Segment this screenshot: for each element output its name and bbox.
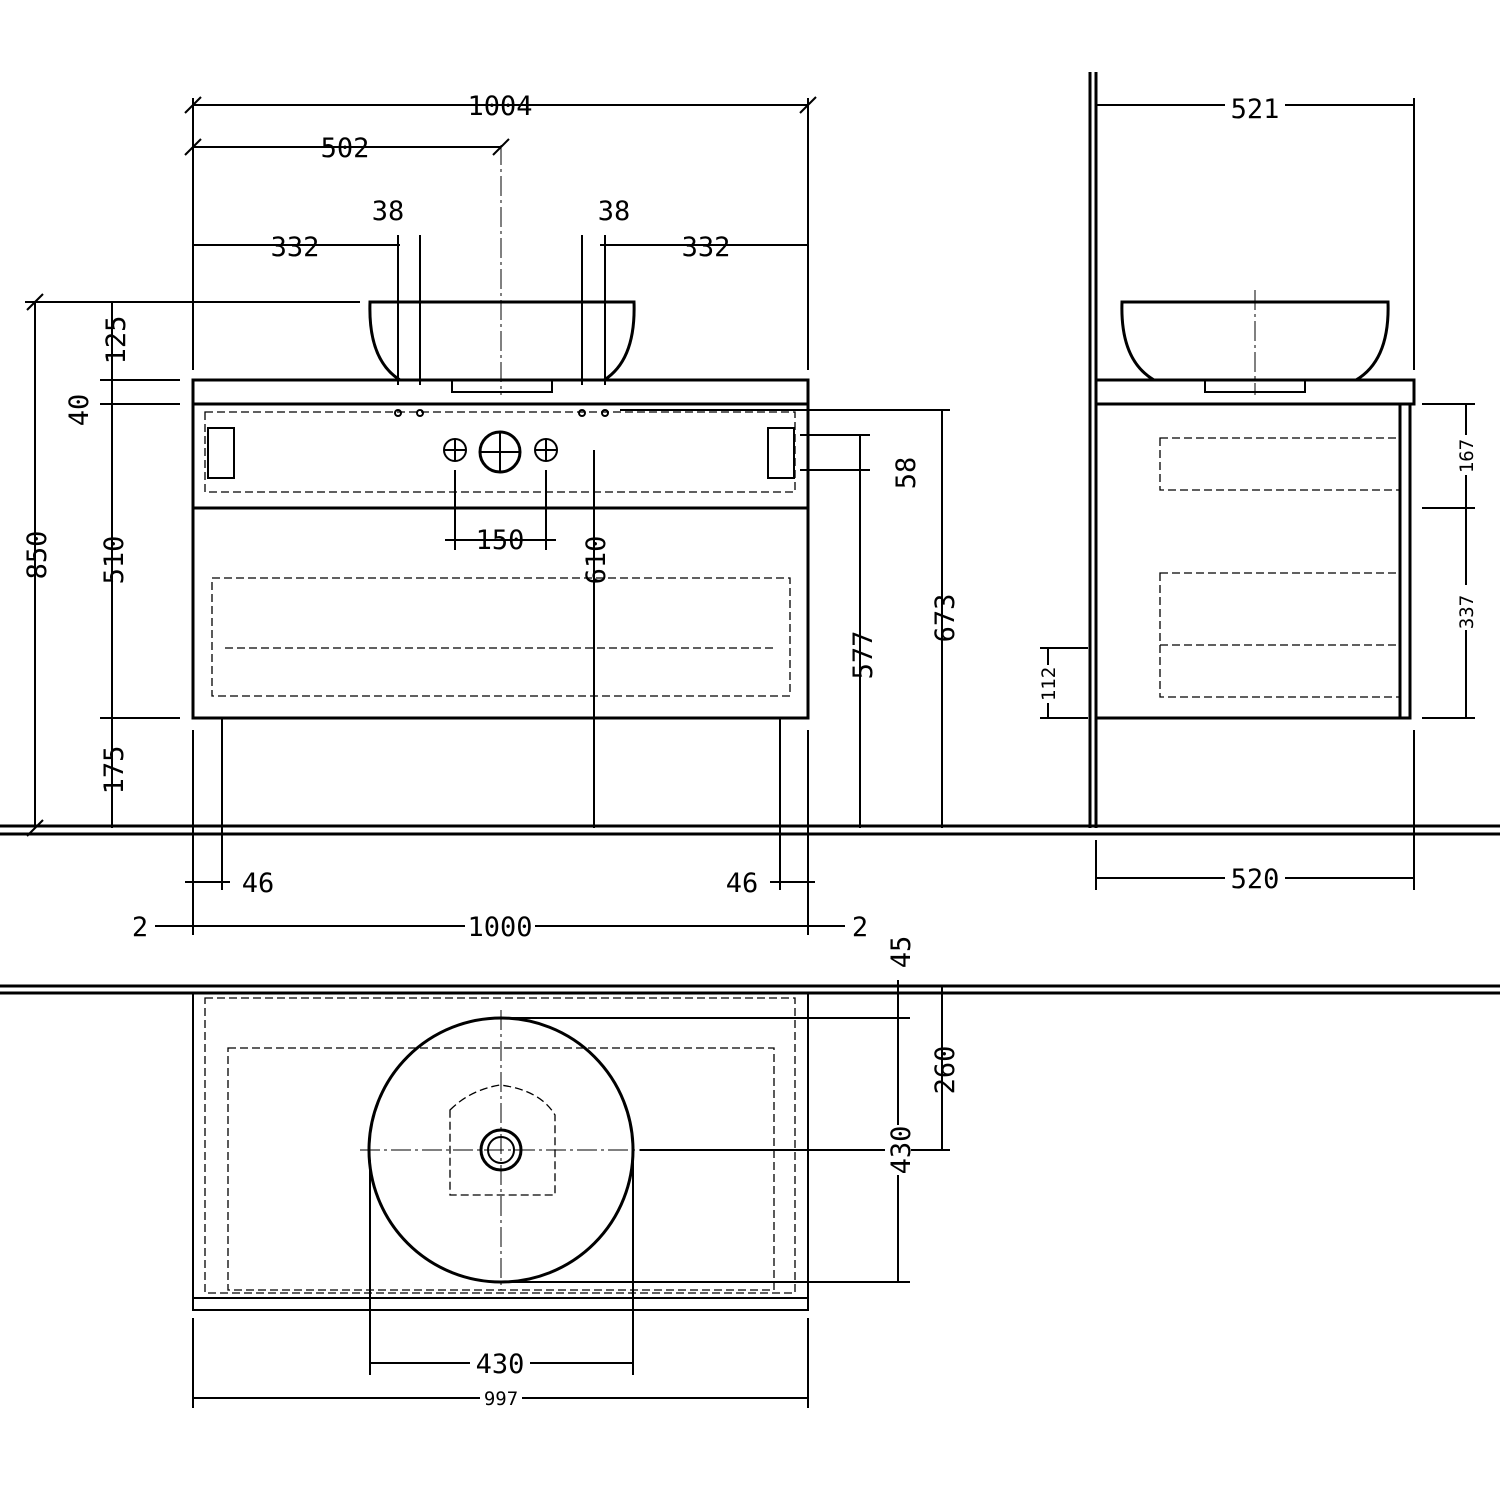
front-dimension-lines	[25, 96, 950, 927]
dim-right-overhang: 2	[852, 912, 868, 943]
dim-basin-height: 125	[101, 316, 132, 365]
side-view	[1088, 72, 1416, 828]
dim-cabinet-depth: 520	[1231, 864, 1280, 895]
lower-drawer	[191, 506, 810, 720]
cabinet-top	[192, 992, 809, 1311]
dim-leg-height: 175	[99, 746, 130, 795]
dim-cabinet-height: 510	[99, 536, 130, 585]
dim-left-overhang: 2	[132, 912, 148, 943]
top-dimension-lines	[192, 980, 950, 1408]
dim-right-leg-inset: 46	[726, 868, 759, 899]
dim-cabinet-width: 1000	[467, 912, 532, 943]
dim-bracket-spacing: 58	[891, 457, 922, 490]
top-view	[192, 992, 809, 1311]
dim-basin-diameter-depth: 430	[886, 1126, 917, 1175]
dim-left-tap-offset: 38	[372, 196, 405, 227]
side-dimension-labels: 521 167 337 112 520	[1037, 92, 1478, 895]
dim-left-332: 332	[271, 232, 320, 263]
dim-673: 673	[930, 594, 961, 643]
dim-plinth: 112	[1038, 667, 1060, 701]
dim-wall-gap: 45	[886, 936, 917, 969]
cabinet-side	[1094, 402, 1402, 720]
dim-577: 577	[848, 631, 879, 680]
dim-right-332: 332	[682, 232, 731, 263]
top-dimension-labels: 45 260 430 430 997	[470, 936, 961, 1410]
dim-basin-center: 502	[321, 133, 370, 164]
vessel-basin	[368, 300, 636, 382]
dim-drain-height: 610	[581, 536, 612, 585]
front-dimension-labels: 1004 502 38 38 332 332 125 40 850 510 17…	[22, 91, 961, 943]
dim-overall-width: 1004	[467, 91, 532, 122]
dim-top-thickness: 40	[64, 394, 95, 427]
dim-top-cabinet-width: 997	[484, 1388, 518, 1410]
dim-total-height: 850	[22, 531, 53, 580]
dim-top-depth: 521	[1231, 94, 1280, 125]
dim-left-leg-inset: 46	[242, 868, 275, 899]
dim-drawer-lower: 337	[1456, 595, 1478, 629]
dim-basin-center-depth: 260	[930, 1046, 961, 1095]
dim-basin-diameter-width: 430	[476, 1349, 525, 1380]
floor-line	[0, 824, 1500, 995]
dim-drawer-upper: 167	[1456, 439, 1478, 473]
drain-fitting	[451, 379, 553, 393]
dim-hole-spacing: 150	[476, 525, 525, 556]
dim-right-tap-offset: 38	[598, 196, 631, 227]
